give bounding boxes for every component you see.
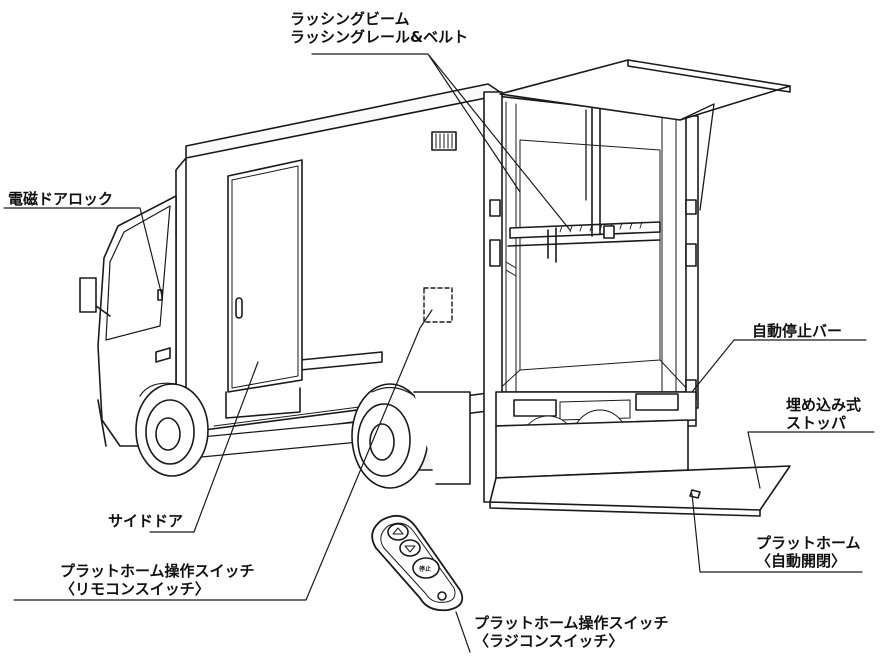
radio-remote	[371, 514, 464, 612]
label-stopper: 埋め込み式 ストッパ	[786, 396, 861, 432]
remote-switch-location	[423, 287, 453, 323]
label-door-lock-text: 電磁ドアロック	[8, 190, 114, 208]
label-stopper-line1: 埋め込み式	[786, 396, 862, 414]
front-wheel	[135, 382, 209, 477]
label-stopper-line2: ストッパ	[786, 414, 847, 432]
remote-stop-button-label: 停止	[419, 565, 431, 573]
label-remote-switch-line1: プラットホーム操作スイッチ	[60, 562, 255, 580]
label-platform: プラットホーム 〈自動開閉〉	[756, 534, 861, 570]
label-side-door-text: サイドドア	[108, 512, 184, 530]
label-side-door: サイドドア	[108, 512, 183, 530]
label-platform-line1: プラットホーム	[756, 534, 861, 552]
rear-flap-door	[499, 59, 791, 211]
label-stop-bar: 自動停止バー	[752, 322, 842, 340]
truck-cab	[79, 195, 177, 447]
platform	[489, 419, 791, 517]
side-door	[227, 159, 303, 393]
label-lashing-line2: ラッシングレール&ベルト	[290, 28, 469, 46]
label-door-lock: 電磁ドアロック	[8, 190, 113, 208]
label-remote-switch-line2: 〈リモコンスイッチ〉	[60, 580, 210, 598]
label-radio-switch-line2: 〈ラジコンスイッチ〉	[474, 632, 624, 650]
label-radio-switch: プラットホーム操作スイッチ 〈ラジコンスイッチ〉	[474, 614, 669, 650]
leader-lines	[3, 53, 875, 653]
label-platform-line2: 〈自動開閉〉	[756, 552, 847, 570]
label-remote-switch: プラットホーム操作スイッチ 〈リモコンスイッチ〉	[60, 562, 255, 598]
lashing-rail	[505, 83, 661, 277]
label-lashing-line1: ラッシングビーム	[290, 10, 410, 28]
label-lashing: ラッシングビーム ラッシングレール&ベルト	[290, 10, 468, 46]
label-stop-bar-text: 自動停止バー	[752, 322, 843, 340]
rear-wheel	[351, 383, 471, 489]
label-radio-switch-line1: プラットホーム操作スイッチ	[474, 614, 669, 632]
